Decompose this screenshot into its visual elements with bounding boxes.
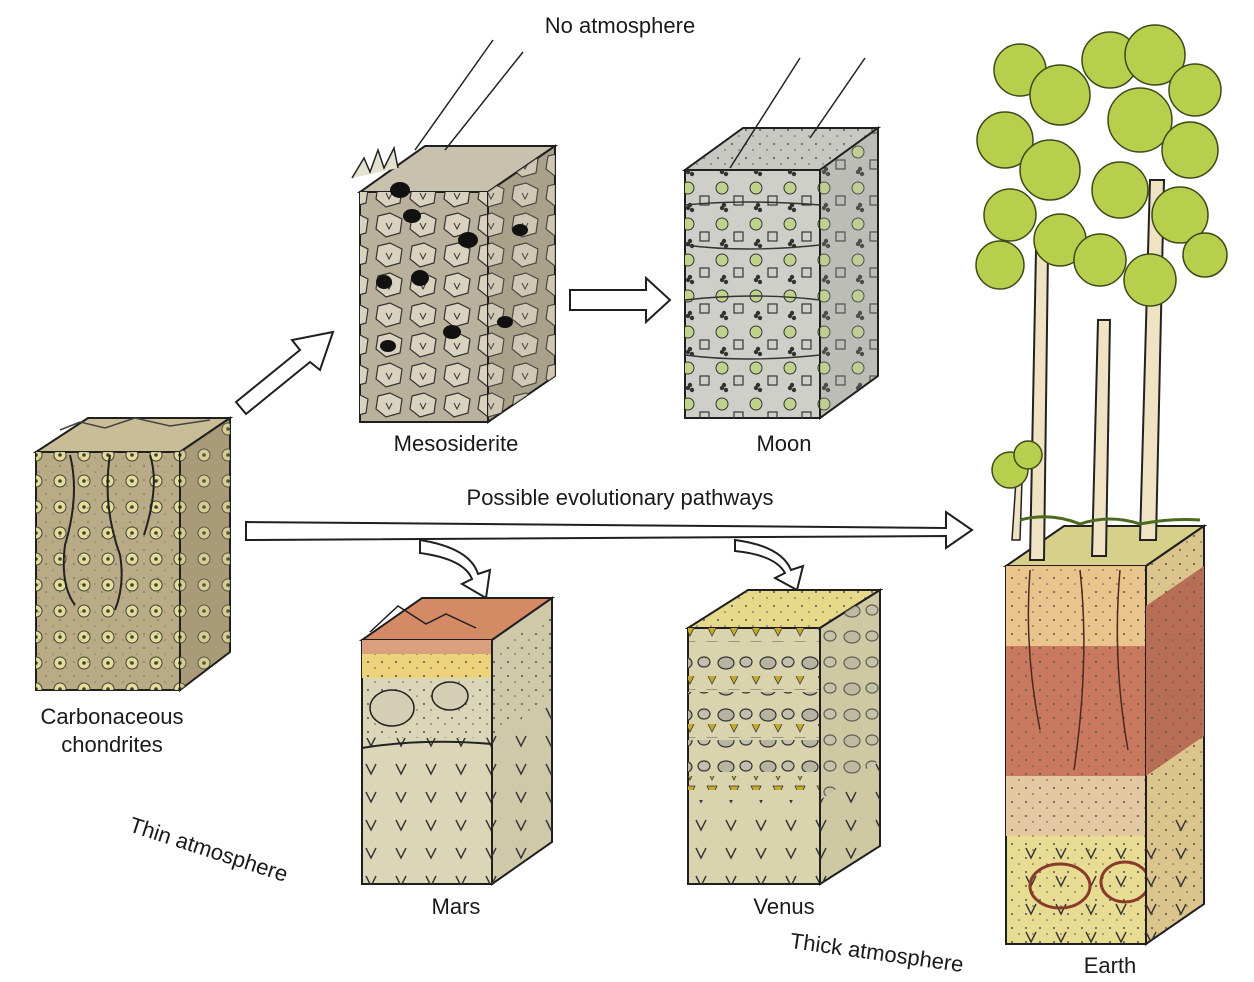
earth-block: [975, 24, 1228, 946]
venus-label: Venus: [753, 894, 815, 919]
possible-pathways-label: Possible evolutionary pathways: [466, 485, 774, 510]
arrow-to-mars: [419, 538, 492, 600]
earth-label: Earth: [1083, 953, 1137, 978]
arrow-to-venus: [734, 538, 805, 592]
arrow-pathways-to-earth: [245, 510, 974, 550]
mesosiderite-label: Mesosiderite: [393, 431, 519, 456]
arrow-to-moon: [569, 275, 672, 325]
moon-label: Moon: [756, 431, 812, 456]
carbonaceous-chondrites-block: [32, 416, 234, 693]
arrow-to-mesosiderite: [234, 330, 335, 416]
no-atmosphere-label: No atmosphere: [544, 13, 696, 38]
moon-block: [681, 57, 882, 420]
mesosiderite-block: [351, 39, 559, 424]
carbonaceous-label-line2: chondrites: [61, 732, 163, 757]
venus-block: [684, 588, 884, 886]
mars-block: [358, 596, 556, 886]
carbonaceous-label-line1: Carbonaceous: [40, 704, 184, 729]
mars-label: Mars: [431, 894, 481, 919]
